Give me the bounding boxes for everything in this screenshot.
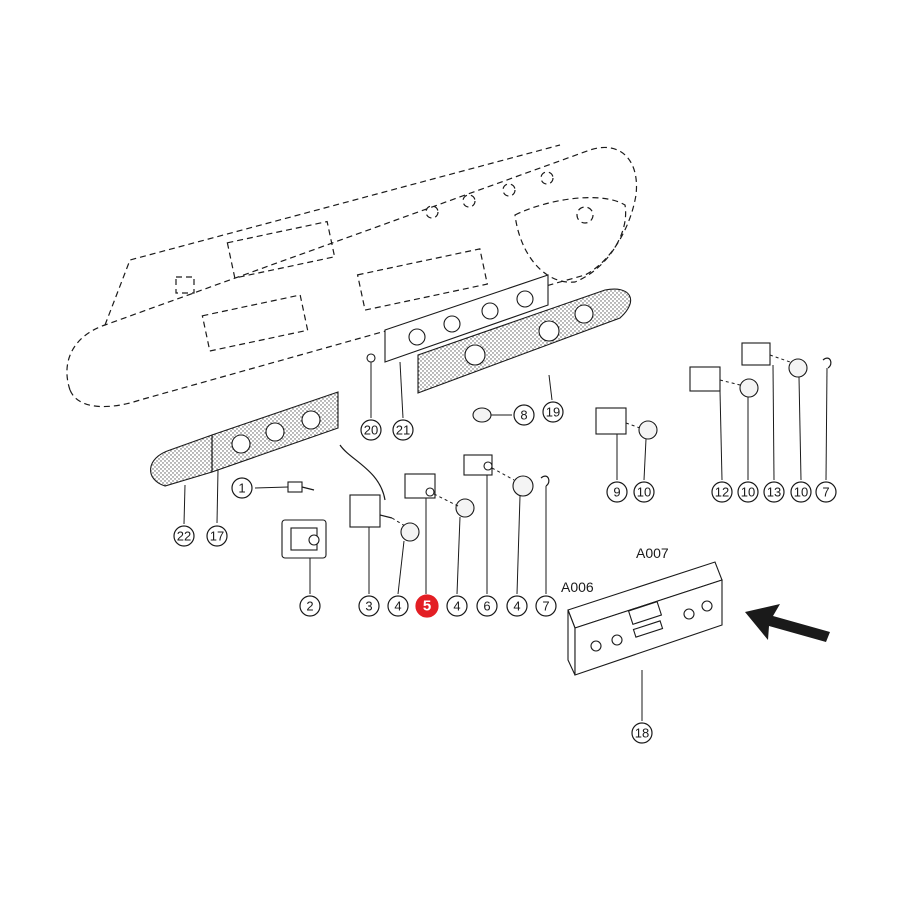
svg-text:5: 5	[423, 598, 431, 615]
svg-text:4: 4	[513, 599, 520, 614]
part-3-rotary-switch	[339, 444, 406, 528]
part-22-end-cap	[150, 434, 213, 487]
svg-text:7: 7	[822, 485, 829, 500]
part-2-rocker-switch	[281, 519, 327, 559]
svg-text:13: 13	[767, 485, 781, 500]
svg-text:10: 10	[741, 485, 755, 500]
part-1-connector	[287, 481, 315, 493]
callout-18: 18	[631, 722, 653, 744]
svg-text:6: 6	[483, 599, 490, 614]
svg-text:2: 2	[306, 599, 313, 614]
callout-10a: 10	[633, 481, 655, 503]
callout-5-highlight[interactable]: 5	[415, 594, 439, 618]
part-20-clip	[366, 353, 376, 363]
part-8-cap	[472, 407, 492, 423]
part-5-switch	[404, 473, 459, 507]
callout-10b: 10	[737, 481, 759, 503]
callout-1: 1	[231, 477, 253, 499]
svg-text:1: 1	[238, 481, 245, 496]
svg-text:10: 10	[794, 485, 808, 500]
callout-4a: 4	[387, 595, 409, 617]
callout-21: 21	[392, 419, 414, 441]
part-18-control-panel	[567, 561, 723, 676]
part-21-bracket-plate	[384, 274, 549, 363]
part-17-lower-panel	[211, 391, 339, 473]
part-12-switch	[689, 366, 759, 398]
part-4-knob-a	[400, 522, 420, 542]
svg-text:8: 8	[520, 408, 527, 423]
part-7-clip-a	[540, 475, 550, 487]
callout-22: 22	[173, 525, 195, 547]
svg-text:20: 20	[364, 423, 378, 438]
part-4-knob-b	[455, 498, 475, 518]
svg-text:4: 4	[394, 599, 401, 614]
part-9-switch	[595, 407, 658, 440]
part-6-switch	[463, 454, 515, 481]
callout-3: 3	[358, 595, 380, 617]
callout-7a: 7	[535, 595, 557, 617]
callout-19: 19	[542, 401, 564, 423]
svg-text:17: 17	[210, 529, 224, 544]
svg-text:18: 18	[635, 726, 649, 741]
callout-6: 6	[476, 595, 498, 617]
svg-text:4: 4	[453, 599, 460, 614]
svg-text:12: 12	[715, 485, 729, 500]
part-7-clip-b	[822, 357, 832, 369]
code-label-a006: A006	[561, 579, 594, 595]
svg-text:9: 9	[613, 485, 620, 500]
part-4-knob-c	[512, 475, 534, 497]
svg-text:21: 21	[396, 423, 410, 438]
svg-text:10: 10	[637, 485, 651, 500]
callout-10c: 10	[790, 481, 812, 503]
part-19-mesh-cover	[417, 288, 632, 394]
callout-4b: 4	[446, 595, 468, 617]
svg-text:3: 3	[365, 599, 372, 614]
svg-text:7: 7	[542, 599, 549, 614]
callout-2: 2	[299, 595, 321, 617]
callout-9: 9	[606, 481, 628, 503]
part-13-switch	[741, 342, 808, 378]
callout-7b: 7	[815, 481, 837, 503]
code-label-a007: A007	[636, 545, 669, 561]
callout-4c: 4	[506, 595, 528, 617]
callout-20: 20	[360, 419, 382, 441]
callout-8: 8	[513, 404, 535, 426]
leader-lines	[183, 361, 828, 721]
svg-text:19: 19	[546, 405, 560, 420]
direction-arrow-icon	[745, 604, 830, 642]
dashboard-outline	[66, 144, 638, 408]
callout-12: 12	[711, 481, 733, 503]
callout-17: 17	[206, 525, 228, 547]
callout-13: 13	[763, 481, 785, 503]
svg-text:22: 22	[177, 529, 191, 544]
